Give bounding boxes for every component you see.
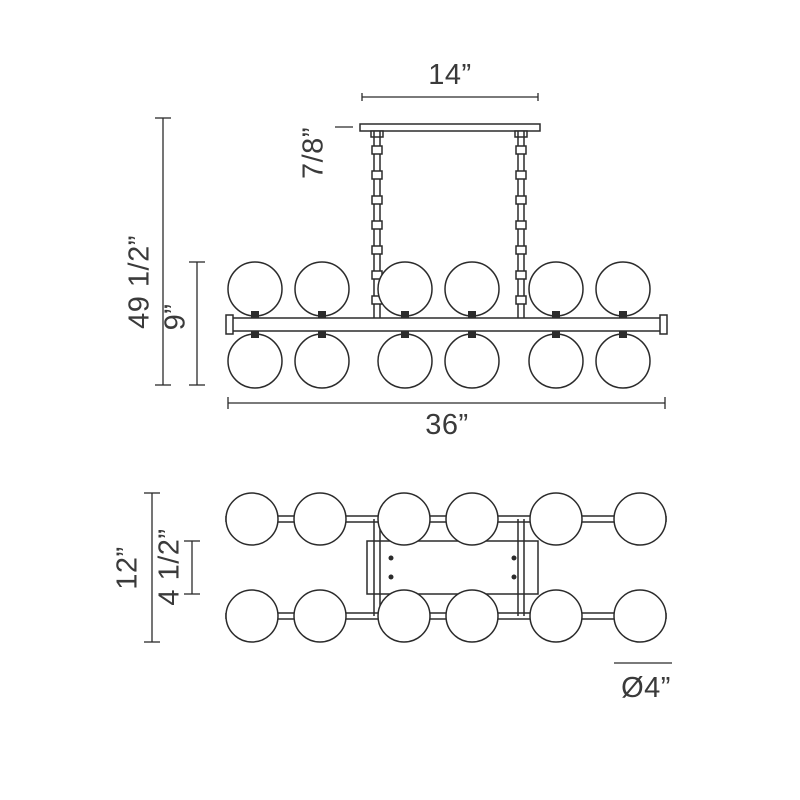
globe-socket xyxy=(552,331,560,338)
globe-socket xyxy=(619,311,627,318)
plan-view: 12” 4 1/2” Ø4” xyxy=(112,492,672,704)
canopy-depth-dimension: 4 1/2” xyxy=(154,528,200,606)
globe xyxy=(445,492,499,546)
rod-coupling xyxy=(371,195,383,205)
canopy-plate xyxy=(366,540,539,595)
screw-dot xyxy=(511,574,517,580)
globe xyxy=(529,492,583,546)
globe-socket xyxy=(619,331,627,338)
globe xyxy=(595,261,651,317)
globe xyxy=(294,261,350,317)
globe-socket xyxy=(251,311,259,318)
plan-depth-dimension: 12” xyxy=(112,492,160,643)
globe xyxy=(529,589,583,643)
plan-downrods xyxy=(373,519,525,616)
globe-socket xyxy=(468,311,476,318)
canopy-width-dimension: 14” xyxy=(361,59,539,101)
dim-label-plan-depth: 12” xyxy=(112,546,144,589)
globe xyxy=(595,333,651,389)
globes-bottom-row xyxy=(227,333,651,389)
dim-label-globe-diameter: Ø4” xyxy=(621,672,671,704)
globe-diameter-dimension: Ø4” xyxy=(614,662,672,704)
globe-socket xyxy=(251,331,259,338)
globe xyxy=(294,333,350,389)
canopy-screws xyxy=(388,555,517,580)
right-downrod xyxy=(515,131,527,318)
plan-globes-row1 xyxy=(225,492,667,546)
globe xyxy=(293,492,347,546)
plan-globes-row2 xyxy=(225,589,667,643)
canopy-mount xyxy=(514,130,528,138)
globe-socket xyxy=(401,331,409,338)
globe xyxy=(377,261,433,317)
rod-coupling xyxy=(515,220,527,230)
rod-coupling xyxy=(515,295,527,305)
canopy-height-dimension: 7/8” xyxy=(298,126,353,179)
globe xyxy=(445,589,499,643)
globe-socket xyxy=(552,311,560,318)
globe xyxy=(444,261,500,317)
dim-label-overall-height: 49 1/2” xyxy=(124,235,156,329)
rod-coupling xyxy=(371,145,383,155)
fixture-height-dimension: 9” xyxy=(160,261,205,386)
rod-coupling xyxy=(515,170,527,180)
globe-socket xyxy=(318,311,326,318)
globe xyxy=(293,589,347,643)
globe-socket xyxy=(401,311,409,318)
globe xyxy=(377,333,433,389)
globe-stems xyxy=(251,311,627,338)
left-downrod xyxy=(371,131,383,318)
rod-coupling xyxy=(515,245,527,255)
dim-label-fixture-length: 36” xyxy=(425,409,468,441)
globe xyxy=(227,261,283,317)
screw-dot xyxy=(388,555,394,561)
globes-top-row xyxy=(227,261,651,317)
globe-socket xyxy=(318,331,326,338)
canopy-rect xyxy=(366,540,539,595)
dim-label-canopy-width: 14” xyxy=(428,59,471,91)
dim-label-canopy-height: 7/8” xyxy=(298,127,330,179)
dim-label-fixture-height: 9” xyxy=(160,304,192,331)
canopy-mount xyxy=(370,130,384,138)
canopy-plate xyxy=(359,123,541,132)
globe xyxy=(444,333,500,389)
rod-coupling xyxy=(371,220,383,230)
globe xyxy=(225,589,279,643)
globe xyxy=(528,333,584,389)
globe-socket xyxy=(468,331,476,338)
fixture-end-cap xyxy=(659,314,668,335)
rod-coupling xyxy=(515,145,527,155)
fixture-length-dimension: 36” xyxy=(227,397,666,441)
overall-height-dimension: 49 1/2” xyxy=(124,117,171,386)
rod-coupling xyxy=(371,170,383,180)
globe xyxy=(377,492,431,546)
fixture-bar xyxy=(225,314,668,335)
globe xyxy=(528,261,584,317)
globe xyxy=(225,492,279,546)
fixture-end-cap xyxy=(225,314,234,335)
elevation-view: 14” 7/8” xyxy=(124,59,668,441)
globe xyxy=(227,333,283,389)
screw-dot xyxy=(511,555,517,561)
globe xyxy=(377,589,431,643)
screw-dot xyxy=(388,574,394,580)
rod-coupling xyxy=(515,195,527,205)
globe xyxy=(613,492,667,546)
globe xyxy=(613,589,667,643)
fixture-body xyxy=(227,317,666,332)
canopy xyxy=(359,123,541,138)
dim-label-canopy-depth: 4 1/2” xyxy=(154,528,186,605)
rod-coupling xyxy=(371,245,383,255)
rod-coupling xyxy=(515,270,527,280)
